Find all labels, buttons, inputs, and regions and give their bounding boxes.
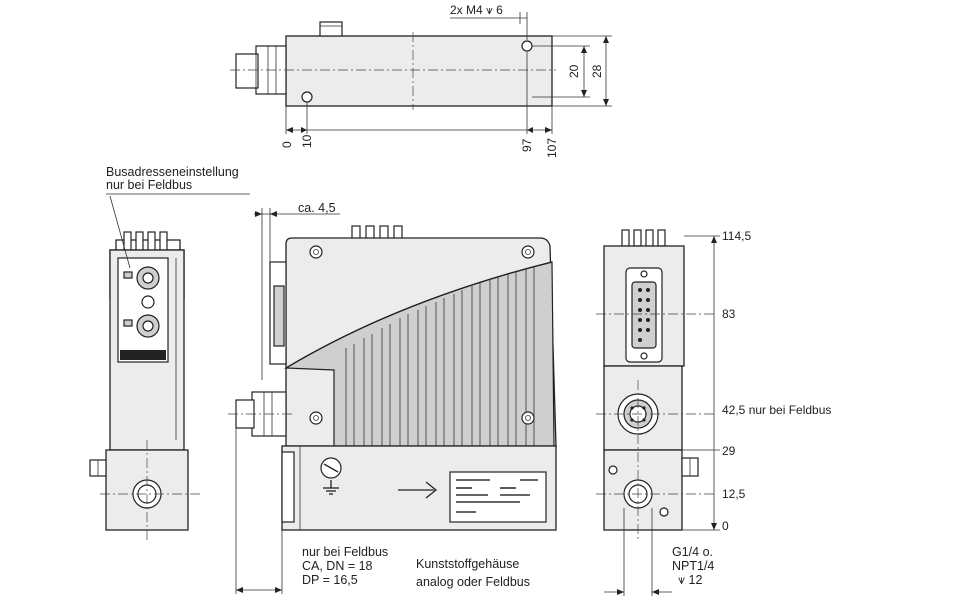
dim-42-5: 42,5 nur bei Feldbus bbox=[722, 403, 831, 417]
port-thread: G1/4 o. bbox=[672, 545, 713, 559]
top-view bbox=[230, 12, 612, 134]
fieldbus-note: nur bei Feldbus bbox=[302, 545, 388, 559]
dim-x-97: 97 bbox=[520, 138, 534, 152]
dim-0: 0 bbox=[722, 519, 729, 533]
housing-sublabel: analog oder Feldbus bbox=[416, 575, 530, 589]
dim-83: 83 bbox=[722, 307, 736, 321]
mounting-hole bbox=[301, 91, 313, 103]
dim-20: 20 bbox=[567, 64, 581, 78]
dim-12-5: 12,5 bbox=[722, 487, 746, 501]
thread-note: 2x M4 ⩛ 6 bbox=[450, 3, 503, 17]
mounting-hole bbox=[521, 40, 533, 52]
top-view-connector bbox=[319, 21, 343, 37]
screw bbox=[521, 245, 535, 259]
screw bbox=[521, 411, 535, 425]
bus-address-sublabel: nur bei Feldbus bbox=[106, 178, 192, 192]
screw bbox=[309, 245, 323, 259]
dim-x-0: 0 bbox=[280, 141, 294, 148]
bus-address-label: Busadresseneinstellung bbox=[106, 165, 239, 179]
brand-text: bürkert bbox=[127, 350, 158, 360]
right-view: 114,5 83 42,5 nur bei Feldbus 29 12,5 0 … bbox=[596, 229, 831, 596]
dim-114-5: 114,5 bbox=[722, 229, 751, 243]
housing-label: Kunststoffgehäuse bbox=[416, 557, 519, 571]
screw bbox=[309, 411, 323, 425]
top-view-housing bbox=[285, 35, 553, 107]
left-view: bürkert Busadresseneinstellung nur bei F… bbox=[89, 165, 250, 540]
dim-x-10: 10 bbox=[300, 134, 314, 148]
ca-dimension: ca. 4,5 bbox=[298, 201, 336, 215]
dim-29: 29 bbox=[722, 444, 736, 458]
port-npt: NPT1/4 bbox=[672, 559, 714, 573]
dim-x-107: 107 bbox=[545, 138, 559, 158]
dim-28: 28 bbox=[590, 64, 604, 78]
port-depth: ⩛ 12 bbox=[678, 573, 702, 587]
fieldbus-note-ca: CA, DN = 18 bbox=[302, 559, 373, 573]
fieldbus-note-dp: DP = 16,5 bbox=[302, 573, 358, 587]
brand-label bbox=[120, 350, 166, 360]
front-view: ca. 4,5 nur bei Feldbus CA, DN = 18 DP =… bbox=[228, 201, 557, 594]
